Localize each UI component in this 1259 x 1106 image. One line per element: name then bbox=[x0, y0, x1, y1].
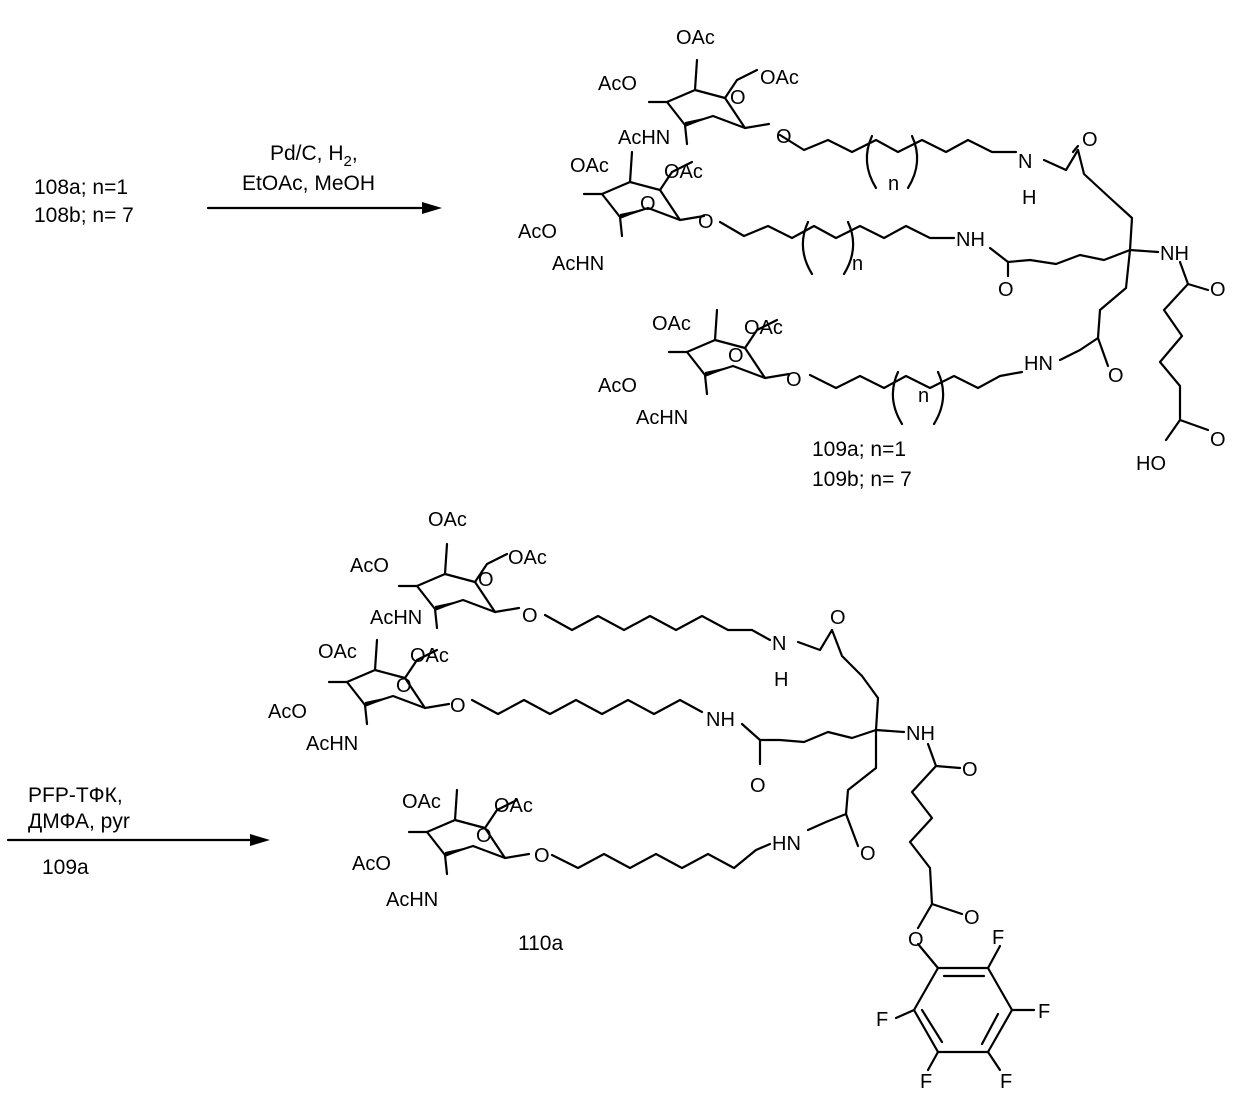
step1-reagents-line1: Pd/C, H2, bbox=[270, 142, 358, 170]
atom-label-o: O bbox=[786, 369, 802, 391]
atom-label-achn: AcHN bbox=[552, 253, 604, 275]
atom-label-o: O bbox=[908, 929, 924, 951]
atom-label-h: H bbox=[774, 669, 788, 691]
atom-label-aco: AcO bbox=[352, 853, 391, 875]
atom-label-oac: OAc bbox=[744, 317, 783, 339]
step2-reagents-line1: PFP-TФК, bbox=[28, 784, 123, 807]
product-110a-structure: OAc OAc AcO O AcHN O N H O OAc OAc O AcO… bbox=[268, 509, 1050, 1093]
atom-label-f: F bbox=[876, 1009, 888, 1031]
atom-label-f: F bbox=[1038, 1001, 1050, 1023]
atom-label-o: O bbox=[698, 211, 714, 233]
atom-label-aco: AcO bbox=[518, 221, 557, 243]
atom-label-nh: NH bbox=[706, 709, 735, 731]
atom-label-n: N bbox=[772, 633, 786, 655]
atom-label-n-index: n bbox=[888, 173, 899, 195]
atom-label-oac: OAc bbox=[652, 313, 691, 335]
step1-reagents-line2: EtOAc, MeOH bbox=[242, 172, 375, 195]
atom-label-o: O bbox=[450, 695, 466, 717]
atom-label-o: O bbox=[998, 279, 1014, 301]
atom-label-oac: OAc bbox=[760, 67, 799, 89]
atom-label-o: O bbox=[860, 843, 876, 865]
atom-label-aco: AcO bbox=[350, 555, 389, 577]
step1: 108a; n=1 108b; n= 7 Pd/C, H2, EtOAc, Me… bbox=[34, 27, 1226, 491]
atom-label-f: F bbox=[920, 1071, 932, 1093]
atom-label-o: O bbox=[1082, 129, 1098, 151]
atom-label-oac: OAc bbox=[508, 547, 547, 569]
step2-reagents-line2: ДМФА, pyr bbox=[28, 810, 130, 833]
atom-label-o: O bbox=[728, 345, 744, 367]
atom-label-o: O bbox=[964, 907, 980, 929]
atom-label-nh: NH bbox=[906, 723, 935, 745]
atom-label-achn: AcHN bbox=[618, 127, 670, 149]
atom-label-oac: OAc bbox=[494, 795, 533, 817]
product-109-structure: OAc OAc AcO O AcHN O n N H O OAc OAc O A… bbox=[518, 27, 1226, 475]
product-110a-label: 110a bbox=[518, 932, 563, 955]
atom-label-o: O bbox=[476, 825, 492, 847]
atom-label-f: F bbox=[1000, 1071, 1012, 1093]
product-109b-label: 109b; n= 7 bbox=[812, 468, 912, 491]
atom-label-achn: AcHN bbox=[306, 733, 358, 755]
atom-label-hn: HN bbox=[772, 833, 801, 855]
reactant-108b-label: 108b; n= 7 bbox=[34, 204, 134, 227]
atom-label-oac: OAc bbox=[402, 791, 441, 813]
step2-arrow bbox=[8, 834, 270, 846]
atom-label-aco: AcO bbox=[598, 73, 637, 95]
atom-label-oac: OAc bbox=[570, 155, 609, 177]
atom-label-aco: AcO bbox=[598, 375, 637, 397]
atom-label-n-index: n bbox=[852, 253, 863, 275]
atom-label-h: H bbox=[1022, 187, 1036, 209]
atom-label-o: O bbox=[776, 126, 792, 148]
reactant-108a-label: 108a; n=1 bbox=[34, 176, 128, 199]
atom-label-o: O bbox=[534, 845, 550, 867]
atom-label-achn: AcHN bbox=[636, 407, 688, 429]
atom-label-f: F bbox=[992, 927, 1004, 949]
atom-label-hn: HN bbox=[1024, 353, 1053, 375]
atom-label-n: N bbox=[1018, 151, 1032, 173]
atom-label-oac: OAc bbox=[428, 509, 467, 531]
atom-label-o: O bbox=[1210, 429, 1226, 451]
reactant-109a-label: 109a bbox=[42, 856, 89, 879]
atom-label-oac: OAc bbox=[318, 641, 357, 663]
atom-label-oac: OAc bbox=[676, 27, 715, 49]
product-110a-atom-labels: OAc OAc AcO O AcHN O N H O OAc OAc O AcO… bbox=[268, 509, 1050, 1093]
atom-label-o: O bbox=[396, 675, 412, 697]
atom-label-aco: AcO bbox=[268, 701, 307, 723]
atom-label-o: O bbox=[830, 607, 846, 629]
atom-label-nh: NH bbox=[1160, 243, 1189, 265]
atom-label-o: O bbox=[1210, 279, 1226, 301]
product-109a-label: 109a; n=1 bbox=[812, 438, 906, 461]
atom-label-o: O bbox=[962, 759, 978, 781]
step1-arrow bbox=[208, 202, 442, 214]
product-109-atom-labels: OAc OAc AcO O AcHN O n N H O OAc OAc O A… bbox=[518, 27, 1226, 475]
atom-label-o: O bbox=[730, 87, 746, 109]
atom-label-o: O bbox=[478, 569, 494, 591]
atom-label-o: O bbox=[522, 605, 538, 627]
atom-label-nh: NH bbox=[956, 229, 985, 251]
step2: PFP-TФК, ДМФА, pyr 109a bbox=[8, 509, 1050, 1093]
atom-label-n-index: n bbox=[918, 385, 929, 407]
atom-label-o: O bbox=[1108, 365, 1124, 387]
atom-label-o: O bbox=[640, 193, 656, 215]
atom-label-oac: OAc bbox=[664, 161, 703, 183]
atom-label-o: O bbox=[750, 775, 766, 797]
atom-label-achn: AcHN bbox=[386, 889, 438, 911]
atom-label-ho: HO bbox=[1136, 453, 1166, 475]
atom-label-achn: AcHN bbox=[370, 607, 422, 629]
atom-label-oac: OAc bbox=[410, 645, 449, 667]
